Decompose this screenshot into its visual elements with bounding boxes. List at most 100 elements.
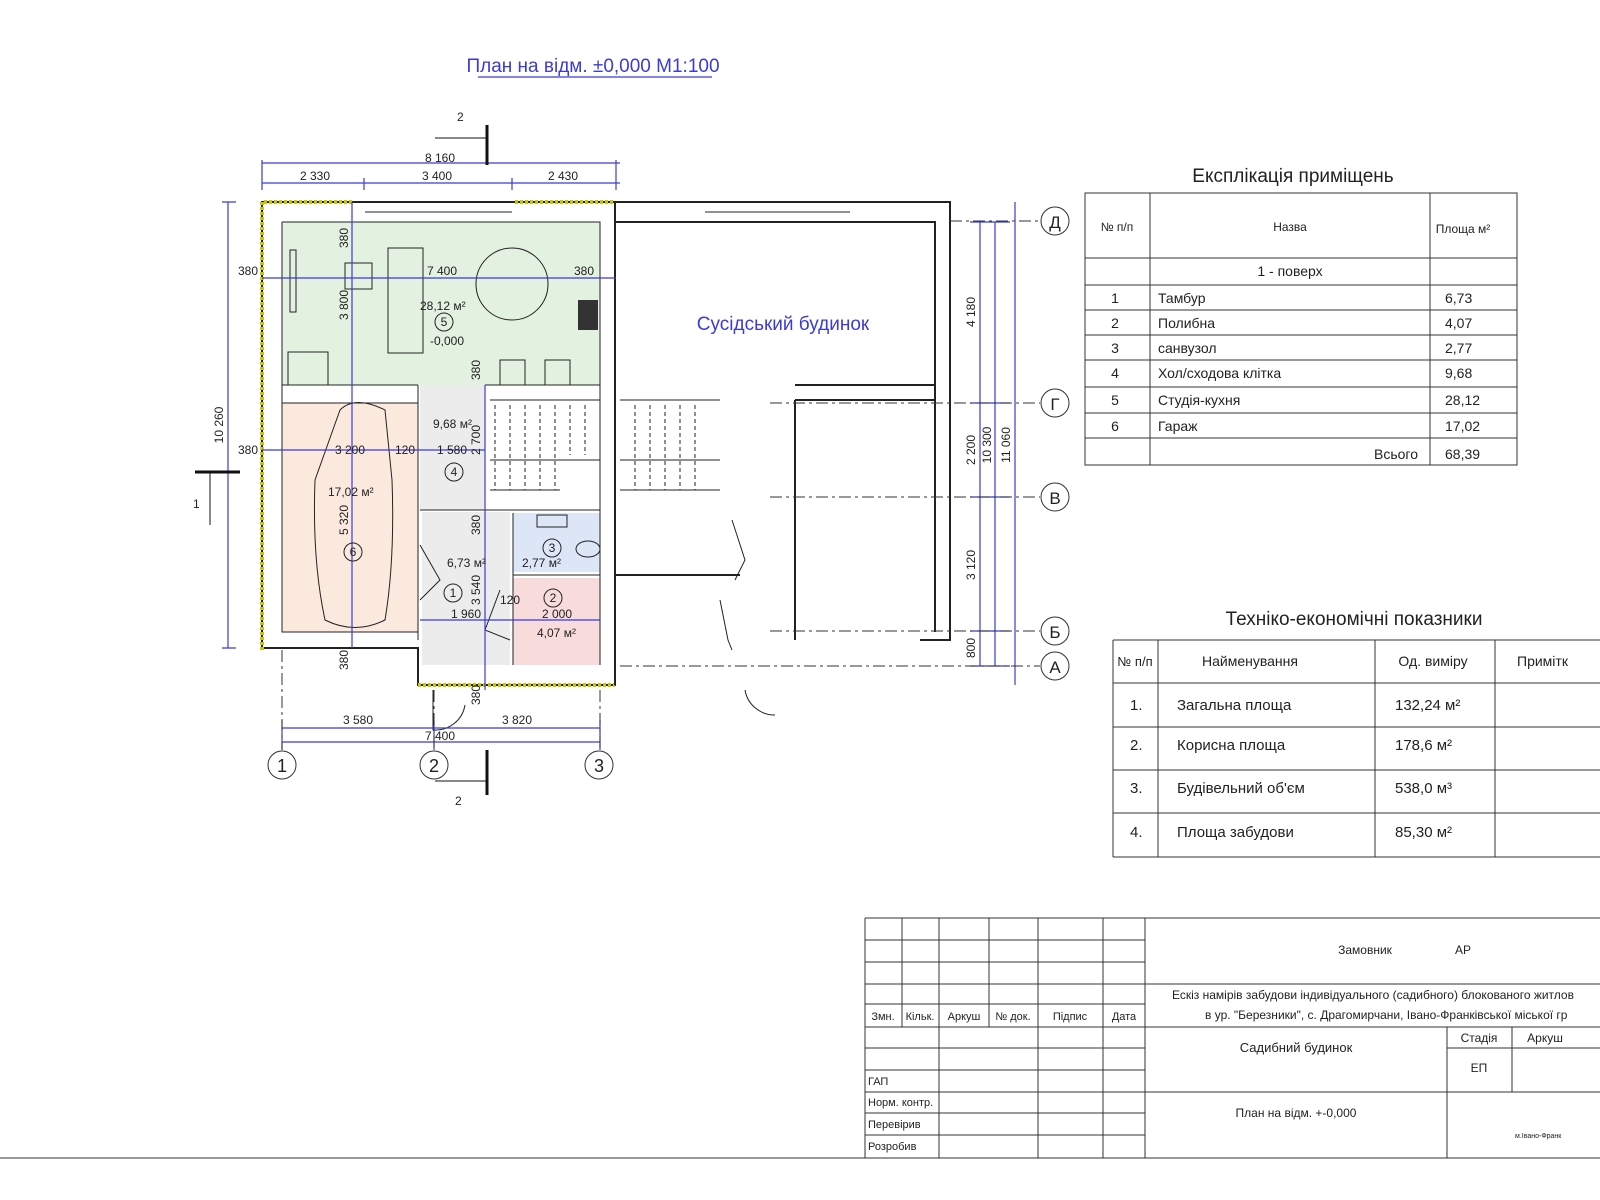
stage-value: ЕП bbox=[1471, 1061, 1488, 1075]
explication-header-area: Площа м² bbox=[1436, 222, 1491, 236]
room-4-number: 4 bbox=[451, 465, 458, 479]
explication-row-name: Гараж bbox=[1158, 418, 1198, 434]
room-2-number: 2 bbox=[550, 591, 557, 605]
explication-row-area: 2,77 bbox=[1445, 340, 1472, 356]
dim-bottom-total: 7 400 bbox=[425, 729, 455, 743]
axis-G: Г bbox=[1050, 395, 1059, 414]
tep-row-name: Загальна площа bbox=[1177, 697, 1292, 714]
stamp-column-header: Підпис bbox=[1053, 1011, 1088, 1023]
dim-right-4: 800 bbox=[964, 638, 978, 658]
room-labels: 28,12 м² 5 -0,000 17,02 м² 6 9,68 м² 4 3… bbox=[328, 299, 870, 640]
section-mark-left: 1 bbox=[193, 497, 200, 511]
dim-5320: 5 320 bbox=[337, 505, 351, 535]
axis-V: В bbox=[1049, 489, 1060, 508]
stamp-column-header: Дата bbox=[1112, 1011, 1137, 1023]
section-marks: 2 2 1 bbox=[193, 110, 489, 808]
explication-row-num: 2 bbox=[1111, 315, 1119, 331]
room-5-number: 5 bbox=[441, 315, 448, 329]
tep-row-name: Корисна площа bbox=[1177, 737, 1286, 754]
explication-total-label: Всього bbox=[1374, 446, 1418, 462]
dim-1960: 1 960 bbox=[451, 607, 481, 621]
sheet-label: Аркуш bbox=[1527, 1031, 1563, 1045]
stamp-role-label: ГАП bbox=[868, 1076, 888, 1088]
explication-row-name: санвузол bbox=[1158, 340, 1217, 356]
customer-label: Замовник bbox=[1338, 943, 1393, 957]
axis-2: 2 bbox=[429, 756, 439, 776]
explication-row-num: 1 bbox=[1111, 290, 1119, 306]
room-fills bbox=[282, 222, 600, 665]
dim-380: 380 bbox=[337, 650, 351, 670]
axis-1: 1 bbox=[277, 756, 287, 776]
explication-header-name: Назва bbox=[1273, 220, 1307, 234]
room-4-fill bbox=[420, 385, 485, 510]
room-3-number: 3 bbox=[549, 541, 556, 555]
section-mark-bottom: 2 bbox=[455, 794, 462, 808]
explication-title: Експлікація приміщень bbox=[1192, 166, 1393, 187]
room-1-area: 6,73 м² bbox=[447, 556, 486, 570]
room-1-number: 1 bbox=[450, 586, 457, 600]
explication-row-area: 6,73 bbox=[1445, 290, 1472, 306]
dim-bottom-2: 3 820 bbox=[502, 713, 532, 727]
tep-row-name: Будівельний об'єм bbox=[1177, 780, 1305, 797]
axis-markers: 1 2 3 Д Г В Б А bbox=[267, 206, 1070, 780]
dim-right-1: 4 180 bbox=[964, 297, 978, 327]
dim-3800: 3 800 bbox=[337, 290, 351, 320]
dim-bottom-1: 3 580 bbox=[343, 713, 373, 727]
tep-row-value: 538,0 м³ bbox=[1395, 780, 1452, 797]
dim-top-1: 2 330 bbox=[300, 169, 330, 183]
stamp-column-header: № док. bbox=[995, 1011, 1030, 1023]
room-4-area: 9,68 м² bbox=[433, 417, 472, 431]
sheet-title: План на відм. +-0,000 bbox=[1236, 1106, 1357, 1120]
dim-left-total: 10 260 bbox=[212, 406, 226, 443]
explication-total-value: 68,39 bbox=[1445, 446, 1480, 462]
explication-header-num: № п/п bbox=[1101, 220, 1134, 234]
dim-380: 380 bbox=[238, 443, 258, 457]
tep-row-num: 1. bbox=[1130, 697, 1143, 714]
dim-top-total: 8 160 bbox=[425, 151, 455, 165]
axis-3: 3 bbox=[594, 756, 604, 776]
explication-row-num: 4 bbox=[1111, 365, 1119, 381]
tep-header-note: Примітк bbox=[1517, 653, 1569, 669]
room-2-area: 4,07 м² bbox=[537, 626, 576, 640]
tep-row-num: 4. bbox=[1130, 824, 1143, 841]
dimension-labels: 8 160 2 330 3 400 2 430 10 260 380 380 3… bbox=[212, 151, 1013, 743]
tep-row-name: Площа забудови bbox=[1177, 824, 1294, 841]
dim-2000: 2 000 bbox=[542, 607, 572, 621]
axis-B: Б bbox=[1049, 623, 1060, 642]
room-5-fill bbox=[282, 222, 600, 385]
project-description-1: Ескіз намірів забудови індивідуального (… bbox=[1172, 988, 1574, 1002]
dim-380: 380 bbox=[469, 515, 483, 535]
room-1-fill bbox=[422, 512, 510, 665]
dim-120: 120 bbox=[500, 593, 520, 607]
stamp-column-header: Аркуш bbox=[948, 1011, 981, 1023]
section-mark-top: 2 bbox=[457, 110, 464, 124]
tep-header-num: № п/п bbox=[1117, 654, 1152, 669]
dim-120: 120 bbox=[395, 443, 415, 457]
explication-row-name: Тамбур bbox=[1158, 290, 1206, 306]
stamp-role-label: Перевірив bbox=[868, 1119, 921, 1131]
stamp-column-header: Кільк. bbox=[906, 1011, 935, 1023]
tep-header-name: Найменування bbox=[1202, 653, 1298, 669]
city-label: м.Івано-Франк bbox=[1515, 1133, 1562, 1140]
project-description-2: в ур. "Березники", с. Драгомирчани, Іван… bbox=[1205, 1008, 1568, 1022]
room-5-level: -0,000 bbox=[430, 334, 464, 348]
explication-row-area: 4,07 bbox=[1445, 315, 1472, 331]
dim-380: 380 bbox=[238, 264, 258, 278]
axis-A: А bbox=[1049, 658, 1061, 677]
explication-row-area: 17,02 bbox=[1445, 418, 1480, 434]
explication-row-num: 6 bbox=[1111, 418, 1119, 434]
dim-right-3: 3 120 bbox=[964, 550, 978, 580]
tep-row-value: 178,6 м² bbox=[1395, 737, 1452, 754]
neighbor-house-label: Сусідський будинок bbox=[697, 314, 870, 335]
room-5-area: 28,12 м² bbox=[420, 299, 466, 313]
tep-row-num: 3. bbox=[1130, 780, 1143, 797]
project-code: АР bbox=[1455, 943, 1471, 957]
tep-title: Техніко-економічні показники bbox=[1226, 609, 1483, 630]
explication-row-name: Полибна bbox=[1158, 315, 1215, 331]
explication-table: Експлікація приміщень № п/п Назва Площа … bbox=[1084, 166, 1518, 466]
tep-header-unit: Од. виміру bbox=[1398, 653, 1467, 669]
dim-7400: 7 400 bbox=[427, 264, 457, 278]
stamp-role-label: Норм. контр. bbox=[868, 1097, 933, 1109]
explication-row-num: 3 bbox=[1111, 340, 1119, 356]
explication-row-name: Хол/сходова клітка bbox=[1158, 365, 1281, 381]
